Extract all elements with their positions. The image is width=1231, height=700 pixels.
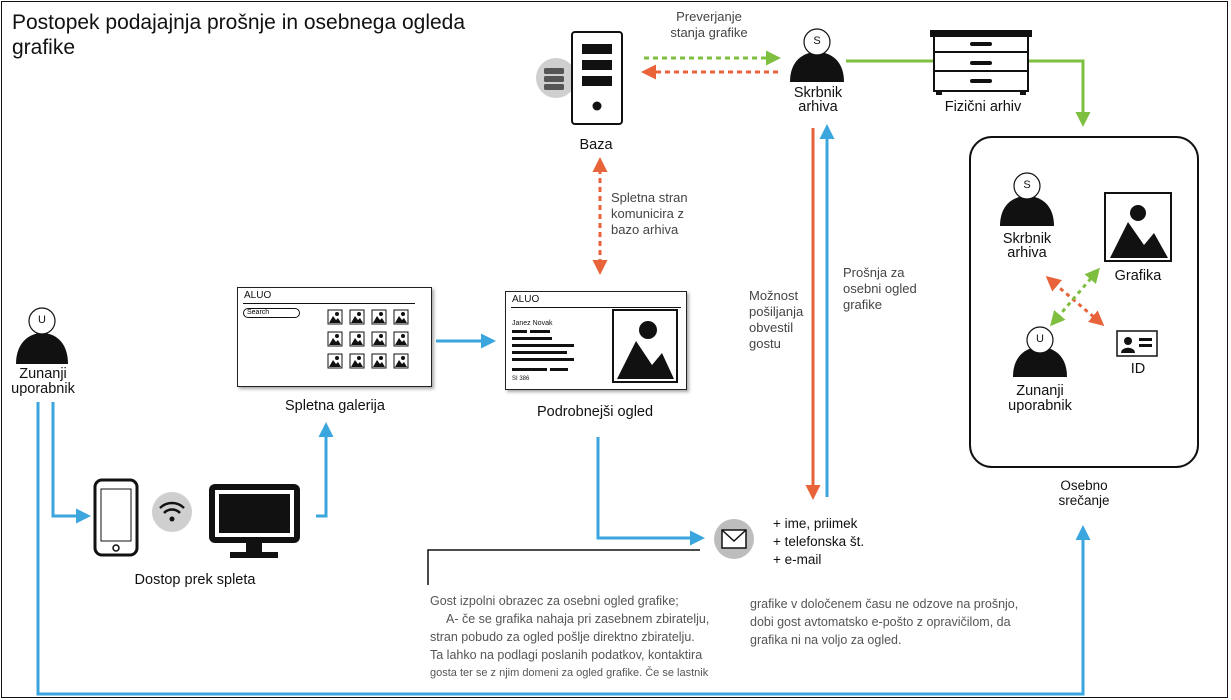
description-left-line: Gost izpolni obrazec za osebni ogled gra…: [430, 594, 679, 608]
arrow-curator-archive: [846, 59, 1091, 127]
request-label: Prošnja za osebni ogled grafike: [843, 265, 917, 312]
form-field-name: + ime, priimek: [773, 516, 858, 531]
envelope-icon: [714, 519, 754, 559]
meeting-id-label: ID: [1130, 361, 1146, 377]
external-user-label: Zunanji uporabnik: [11, 366, 75, 397]
web-gallery-card: ALUO Search: [237, 287, 432, 387]
wifi-icon: [152, 492, 192, 532]
description-left-line: A- če se grafika nahaja pri zasebnem zbi…: [446, 612, 710, 626]
monitor-icon: [209, 484, 300, 558]
arrow-user-to-meeting: [36, 402, 1091, 696]
curator-top-label: Skrbnik arhiva: [793, 85, 843, 115]
meeting-user-label: Zunanji uporabnik: [1008, 383, 1072, 414]
database-node: [536, 31, 623, 125]
meeting-artwork-label: Grafika: [1114, 268, 1162, 284]
personal-meeting-label: Osebno srečanje: [1058, 478, 1110, 508]
form-bracket-line: [427, 549, 700, 585]
meeting-box: [969, 136, 1199, 468]
meeting-curator-letter: S: [1023, 179, 1031, 191]
web-access-label: Dostop prek spleta: [134, 572, 256, 588]
detail-code: SI 386: [512, 376, 530, 382]
gallery-thumbnails: [327, 309, 409, 369]
arrow-user-to-devices: [51, 402, 91, 524]
arrow-devices-to-gallery: [316, 422, 334, 518]
check-state-label: Preverjanje stanja grafike: [670, 9, 748, 40]
notify-option-label: Možnost pošiljanja obvestil gostu: [749, 288, 804, 351]
cabinet-icon: [930, 30, 1032, 95]
blue-flow-arrows: [36, 124, 1091, 696]
page-title: Postopek podajajnja prošnje in osebnega …: [12, 11, 466, 59]
curator-top-letter: S: [813, 35, 821, 47]
detail-brand: ALUO: [512, 294, 540, 305]
description-left-line: Ta lahko na podlagi poslanih podatkov, k…: [430, 648, 703, 662]
external-user-icon: [16, 307, 68, 364]
form-field-phone: + telefonska št.: [773, 534, 865, 549]
gallery-search-input[interactable]: Search: [243, 308, 300, 318]
meeting-image-icon: [1104, 192, 1172, 262]
description-left-line: gosta ter se z njim domeni za ogled graf…: [430, 667, 709, 679]
detail-author: Janez Novak: [512, 320, 553, 327]
meeting-curator-icon: [1000, 172, 1054, 226]
id-card-icon: [1116, 330, 1158, 357]
description-right-line: dobi gost avtomatsko e-pošto z opravičil…: [750, 615, 1011, 629]
detail-image-icon: [612, 309, 678, 383]
phone-icon: [93, 478, 139, 557]
external-user-letter: U: [38, 314, 46, 326]
web-communicates-label: Spletna stran komunicira z bazo arhiva: [611, 190, 688, 237]
web-gallery-label: Spletna galerija: [285, 398, 385, 414]
description-left-line: stran pobudo za ogled pošlje direktno zb…: [430, 630, 695, 644]
meeting-user-icon: [1013, 326, 1067, 377]
meeting-user-letter: U: [1036, 333, 1044, 345]
gallery-brand: ALUO: [244, 290, 272, 301]
arrow-detail-to-form: [596, 437, 705, 546]
user-s-icon: [790, 28, 844, 82]
detail-view-label: Podrobnejši ogled: [536, 404, 654, 420]
meeting-exchange-arrows: [1045, 267, 1105, 327]
description-right-line: grafika ni na voljo za ogled.: [750, 633, 902, 647]
gallery-search-label: Search: [247, 309, 270, 316]
meeting-curator-label: Skrbnik arhiva: [1002, 231, 1052, 261]
physical-archive-label: Fizični arhiv: [944, 99, 1022, 115]
database-label: Baza: [579, 137, 613, 153]
form-field-email: + e-mail: [773, 552, 822, 567]
description-right-line: grafike v določenem času ne odzove na pr…: [750, 597, 1019, 611]
detail-view-card: ALUO Janez Novak SI 386: [505, 291, 687, 390]
